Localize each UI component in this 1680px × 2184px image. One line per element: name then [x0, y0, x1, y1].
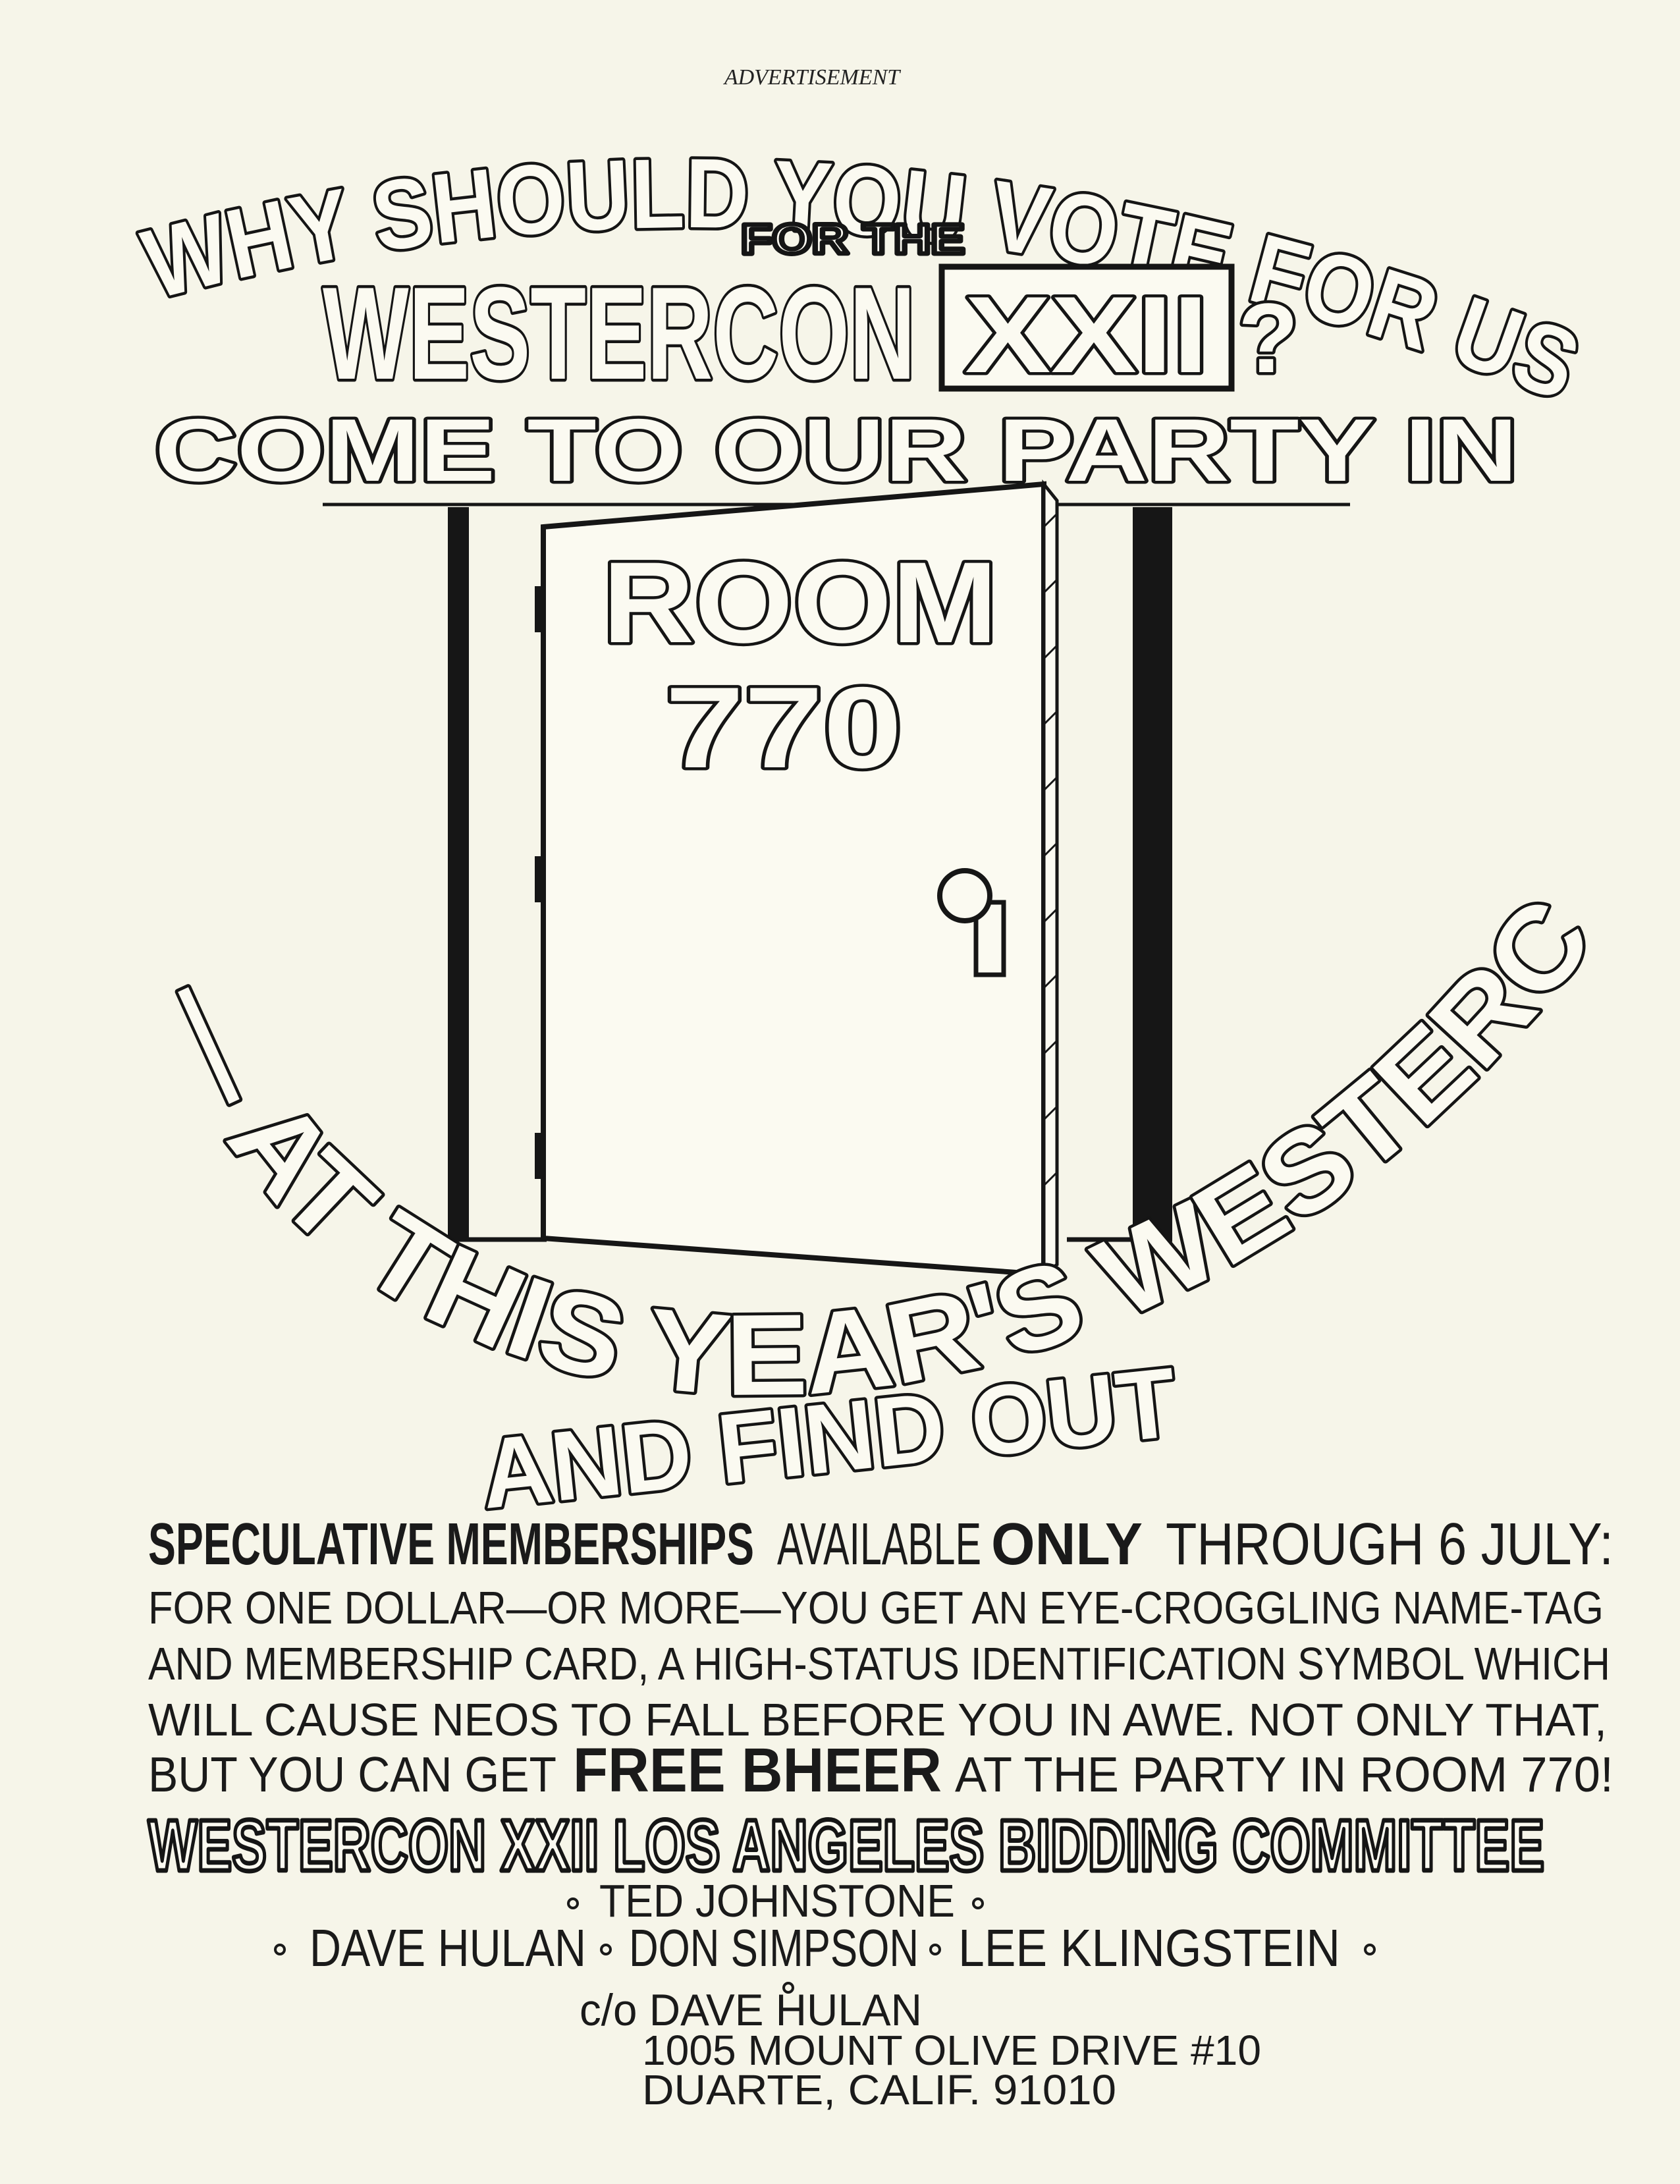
address-city: DUARTE, CALIF. 91010 — [642, 2066, 1116, 2114]
body-line3: AND MEMBERSHIP CARD, A HIGH-STATUS IDENT… — [148, 1638, 1610, 1689]
svg-text:BUT YOU CAN GET FREE BHE: BUT YOU CAN GET FREE BHEER AT THE PARTY … — [148, 1735, 1613, 1805]
westercon-numeral: XXII — [965, 274, 1208, 395]
advertisement-label: ADVERTISEMENT — [723, 65, 901, 90]
committee-members-row: DAVE HULAN DON SIMPSON LEE KLINGSTEIN — [274, 1919, 1376, 1994]
body-line1-a: AVAILABLE — [777, 1512, 981, 1577]
hinge-icon — [535, 586, 544, 632]
come-to-party-text: COME TO OUR PARTY IN — [155, 400, 1518, 500]
body-line5-bold: FREE BHEER — [573, 1735, 942, 1805]
body-line5-b: AT THE PARTY IN ROOM 770! — [955, 1747, 1613, 1802]
westercon-title: WESTERCON — [323, 260, 915, 407]
room-number: 770 — [665, 664, 902, 792]
body-line5-a: BUT YOU CAN GET — [148, 1747, 556, 1802]
address-street: 1005 MOUNT OLIVE DRIVE #10 — [642, 2027, 1261, 2074]
question-mark: ? — [1238, 283, 1299, 393]
body-line2: FOR ONE DOLLAR—OR MORE—YOU GET AN EYE-CR… — [148, 1582, 1604, 1633]
hinge-icon — [535, 1133, 544, 1179]
body-line4: WILL CAUSE NEOS TO FALL BEFORE YOU IN AW… — [148, 1694, 1607, 1745]
mailing-address: c/o DAVE HULAN 1005 MOUNT OLIVE DRIVE #1… — [580, 1985, 1261, 2114]
hinge-icon — [535, 856, 544, 902]
committee-title: WESTERCON XXII LOS ANGELES BIDDING COMMI… — [148, 1805, 1544, 1886]
numeral-box — [938, 263, 1235, 392]
address-care-of: c/o DAVE HULAN — [580, 1985, 922, 2035]
body-text: SPECULATIVE MEMBERSHIPS AVAILABLE ONLY T… — [148, 1512, 1613, 1805]
svg-text:SPECULATIVE MEMBERSHIPS: SPECULATIVE MEMBERSHIPS AVAILABLE ONLY T… — [148, 1512, 1613, 1577]
committee-member: LEE KLINGSTEIN — [958, 1919, 1340, 1977]
for-the-text: FOR THE — [741, 215, 965, 263]
room-label: ROOM — [603, 539, 998, 667]
committee-member: DAVE HULAN — [310, 1919, 586, 1977]
body-line1-bold: SPECULATIVE MEMBERSHIPS — [148, 1512, 754, 1577]
body-line1-only: ONLY — [991, 1512, 1143, 1577]
door-knob-icon — [937, 868, 992, 923]
door-illustration — [323, 479, 1350, 1278]
committee-member-ted-johnstone: TED JOHNSTONE — [599, 1875, 955, 1926]
committee-member: DON SIMPSON — [629, 1919, 919, 1977]
body-line1-b: THROUGH 6 JULY: — [1166, 1512, 1613, 1577]
